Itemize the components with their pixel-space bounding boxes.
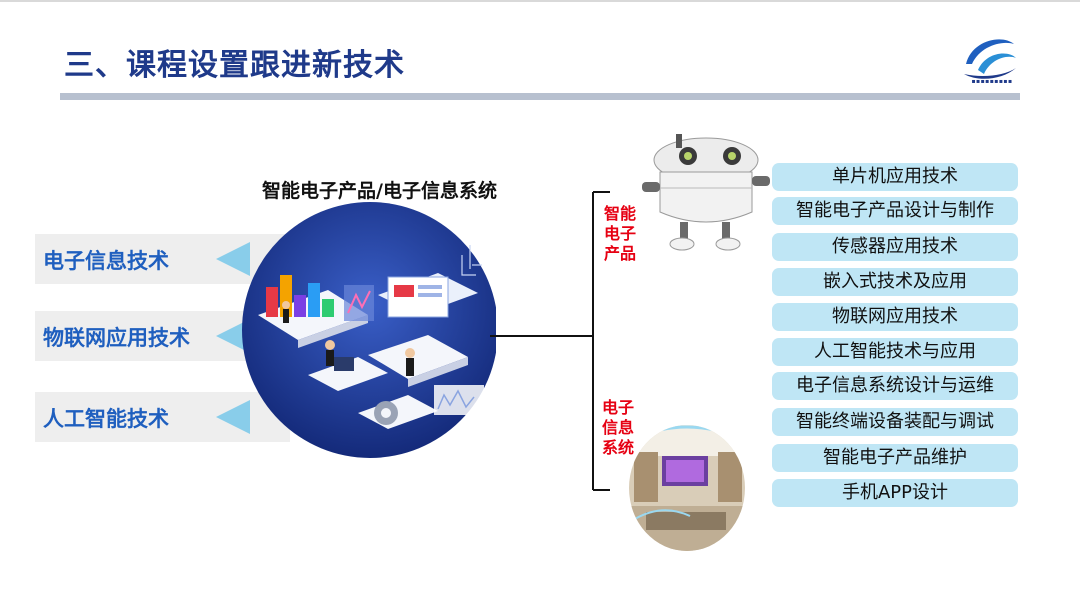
connector-bracket: [490, 191, 610, 491]
left-item-electronic-info: 电子信息技术: [35, 234, 290, 284]
arrow-left-icon: [216, 400, 250, 434]
top-divider: [0, 0, 1080, 2]
left-item-label: 物联网应用技术: [43, 326, 190, 350]
arrow-left-icon: [216, 242, 250, 276]
branch-label-line: 信息: [601, 418, 634, 437]
branch-label-line: 智能: [603, 204, 636, 223]
tech-illustration-icon: [242, 202, 496, 458]
logo-caption: ▪▪▪▪▪▪▪▪▪: [971, 78, 1013, 85]
skill-item: 手机APP设计: [772, 479, 1018, 507]
skill-item: 单片机应用技术: [772, 163, 1018, 191]
robot-icon: [642, 134, 770, 251]
branch-label-line: 电子: [603, 224, 636, 243]
branch-label-line: 系统: [601, 438, 634, 457]
skill-item: 人工智能技术与应用: [772, 338, 1018, 366]
page-title: 三、课程设置跟进新技术: [64, 48, 405, 83]
smart-home-room-icon: [629, 425, 745, 551]
school-logo-icon: [964, 39, 1016, 79]
skill-item: 电子信息系统设计与运维: [772, 372, 1018, 400]
skill-item: 智能电子产品设计与制作: [772, 197, 1018, 225]
branch-label-line: 电子: [601, 398, 634, 417]
branch-label-line: 产品: [603, 244, 636, 263]
left-item-ai: 人工智能技术: [35, 392, 290, 442]
branch-label-smart-products: 智能 电子 产品: [600, 204, 640, 264]
left-item-label: 电子信息技术: [43, 249, 169, 273]
skill-item: 智能电子产品维护: [772, 444, 1018, 472]
skill-item: 嵌入式技术及应用: [772, 268, 1018, 296]
title-underline-bar: [60, 93, 1020, 100]
left-item-label: 人工智能技术: [43, 407, 169, 431]
skill-item: 传感器应用技术: [772, 233, 1018, 261]
center-title: 智能电子产品/电子信息系统: [262, 180, 497, 202]
branch-label-info-systems: 电子 信息 系统: [598, 398, 638, 458]
skill-item: 物联网应用技术: [772, 303, 1018, 331]
skill-item: 智能终端设备装配与调试: [772, 408, 1018, 436]
